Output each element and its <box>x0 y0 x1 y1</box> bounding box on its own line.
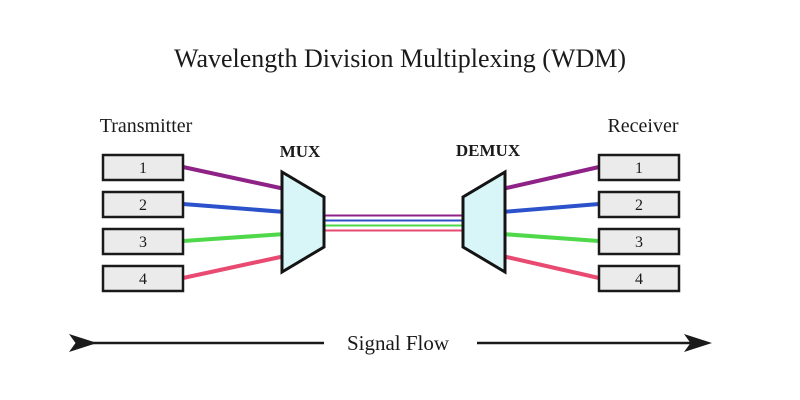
rx-wavelength-line-3 <box>500 232 601 243</box>
tx-wavelength-line-3 <box>181 232 287 243</box>
signal-flow-left-arrowhead-icon <box>69 334 97 352</box>
rx-wavelength-line-1 <box>500 165 601 191</box>
receiver-label: Receiver <box>607 115 678 137</box>
tx-channel-box-2 <box>101 190 185 219</box>
diagram-title: Wavelength Division Multiplexing (WDM) <box>174 44 626 73</box>
rx-channel-box-2 <box>597 190 681 219</box>
tx-channel-box-2-label: 2 <box>139 197 147 214</box>
transmitter-channel-boxes: 1 2 3 4 <box>101 153 185 293</box>
signal-flow-label: Signal Flow <box>347 331 450 355</box>
fiber-bundle <box>320 214 466 232</box>
tx-channel-box-3 <box>101 227 185 256</box>
rx-channel-box-1 <box>597 153 681 182</box>
tx-wavelength-line-2 <box>181 202 287 214</box>
tx-wavelength-line-4 <box>181 254 287 280</box>
tx-wavelength-lines <box>181 165 287 280</box>
rx-channel-box-1-label: 1 <box>635 160 643 177</box>
rx-channel-box-4-label: 4 <box>635 271 643 288</box>
tx-channel-box-3-label: 3 <box>139 234 147 251</box>
demux-trapezoid <box>461 169 507 275</box>
tx-channel-box-4-label: 4 <box>139 271 147 288</box>
mux-trapezoid <box>280 169 326 275</box>
tx-channel-box-1-label: 1 <box>139 160 147 177</box>
signal-flow: Signal Flow <box>69 331 712 355</box>
rx-channel-box-3-label: 3 <box>635 234 643 251</box>
rx-channel-box-4 <box>597 264 681 293</box>
rx-wavelength-line-4 <box>500 254 601 280</box>
tx-wavelength-line-1 <box>181 165 287 191</box>
demux-label: DEMUX <box>456 141 521 160</box>
rx-channel-box-2-label: 2 <box>635 197 643 214</box>
rx-channel-box-3 <box>597 227 681 256</box>
rx-wavelength-lines <box>500 165 601 280</box>
tx-channel-box-4 <box>101 264 185 293</box>
signal-flow-right-arrowhead-icon <box>684 334 712 352</box>
rx-wavelength-line-2 <box>500 202 601 214</box>
tx-channel-box-1 <box>101 153 185 182</box>
mux-label: MUX <box>280 142 321 161</box>
receiver-channel-boxes: 1 2 3 4 <box>597 153 681 293</box>
transmitter-label: Transmitter <box>100 115 193 137</box>
